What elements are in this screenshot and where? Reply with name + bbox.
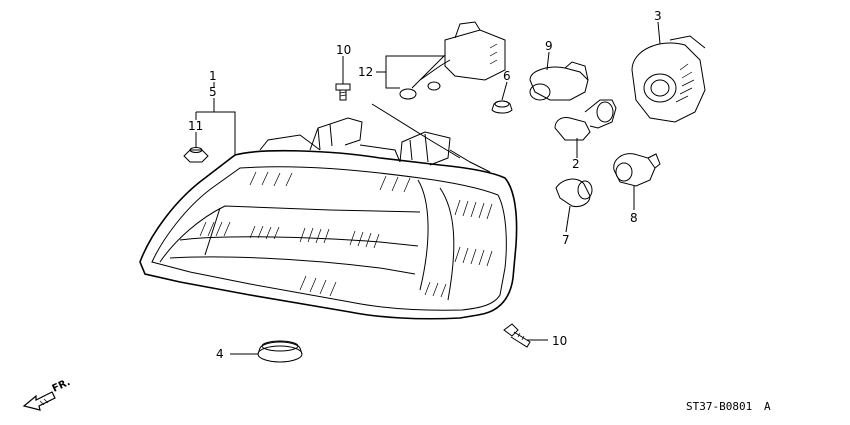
callout-1: 1	[209, 69, 217, 83]
part-10-screw-top	[335, 83, 351, 101]
diagram-suffix: A	[764, 400, 771, 413]
callout-6: 6	[503, 69, 511, 83]
callout-4: 4	[216, 347, 224, 361]
callout-10-top: 10	[336, 43, 351, 57]
part-4-grommet	[257, 340, 303, 363]
part-10-screw-bottom	[503, 323, 531, 348]
headlight-assembly	[139, 117, 518, 320]
callout-8: 8	[630, 211, 638, 225]
callout-10-bottom: 10	[552, 334, 567, 348]
callout-11: 11	[188, 119, 203, 133]
front-direction-arrow-icon	[22, 391, 56, 411]
part-9-socket	[529, 61, 589, 101]
callout-5: 5	[209, 85, 217, 99]
leader-lines	[195, 21, 661, 355]
callout-2: 2	[572, 157, 580, 171]
part-6-bulb	[491, 100, 513, 114]
part-2-headlight-bulb	[554, 99, 617, 141]
diagram-code: ST37-B0801	[686, 400, 752, 413]
callout-3: 3	[654, 9, 662, 23]
part-7-bulb	[555, 178, 593, 207]
part-3-rear-cover	[631, 35, 706, 123]
callout-7: 7	[562, 233, 570, 247]
part-11-nut	[183, 147, 209, 163]
part-8-socket	[613, 153, 661, 187]
callout-12: 12	[358, 65, 373, 79]
front-direction-label: FR.	[51, 377, 72, 395]
callout-9: 9	[545, 39, 553, 53]
part-12-actuator	[399, 21, 506, 100]
